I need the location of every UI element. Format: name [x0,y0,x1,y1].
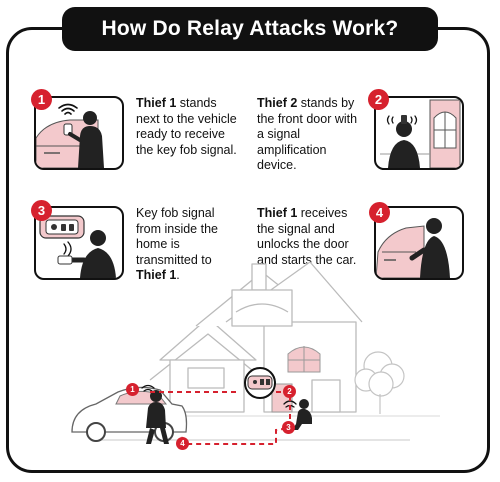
house-window-pink [287,346,321,373]
step-1-actor: Thief 1 [136,96,177,110]
scene-marker-3: 3 [282,421,295,434]
step-4-actor: Thief 1 [257,206,298,220]
step-1-illustration [34,96,124,170]
step-3-description: Key fob signal from inside the home is t… [136,206,218,267]
step-3-actor: Thief 1 [136,268,177,282]
page-title: How Do Relay Attacks Work? [62,7,438,51]
step-4-description: receives the signal and unlocks the door… [257,206,357,267]
key-fob-indoors-icon [39,215,116,278]
step-2-actor: Thief 2 [257,96,298,110]
amplifier-signal-icon [386,115,418,125]
step-3-badge: 3 [31,200,52,221]
step-4-text: Thief 1 receives the signal and unlocks … [257,206,367,268]
step-2-description: stands by the front door with a signal a… [257,96,358,172]
step-4-badge: 4 [369,202,390,223]
scene-marker-4: 4 [176,437,189,450]
step-2-badge: 2 [368,89,389,110]
step-4-illustration [374,206,464,280]
step-3-end: . [176,268,180,282]
tree-icon [354,351,405,414]
wifi-signal-icon [58,103,78,115]
step-1-text: Thief 1 stands next to the vehicle ready… [136,96,240,158]
key-fob-icon [244,367,276,399]
step-2-text: Thief 2 stands by the front door with a … [257,96,367,174]
step-1-description: stands next to the vehicle ready to rece… [136,96,237,157]
step-3-illustration [34,206,124,280]
thief-at-car-icon [36,103,104,168]
step-3-text: Key fob signal from inside the home is t… [136,206,240,284]
thief-at-door-icon [380,99,461,168]
thief-1-silhouette-icon [146,390,169,444]
step-1-badge: 1 [31,89,52,110]
scene-marker-1: 1 [126,383,139,396]
step-2-illustration [374,96,464,170]
thief-unlocks-car-icon [376,218,450,278]
scene-marker-2: 2 [283,385,296,398]
